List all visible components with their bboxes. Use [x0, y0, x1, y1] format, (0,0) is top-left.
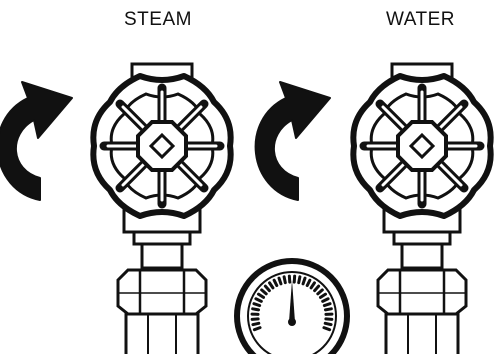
water-valve-handwheel-icon — [353, 64, 490, 354]
steam-rotation-arrow-icon — [0, 81, 73, 201]
water-label: WATER — [386, 9, 455, 30]
steam-label: STEAM — [124, 9, 192, 30]
pressure-gauge-icon — [234, 258, 350, 354]
steam-valve-handwheel-icon — [93, 64, 230, 354]
water-rotation-arrow-icon — [254, 81, 331, 201]
